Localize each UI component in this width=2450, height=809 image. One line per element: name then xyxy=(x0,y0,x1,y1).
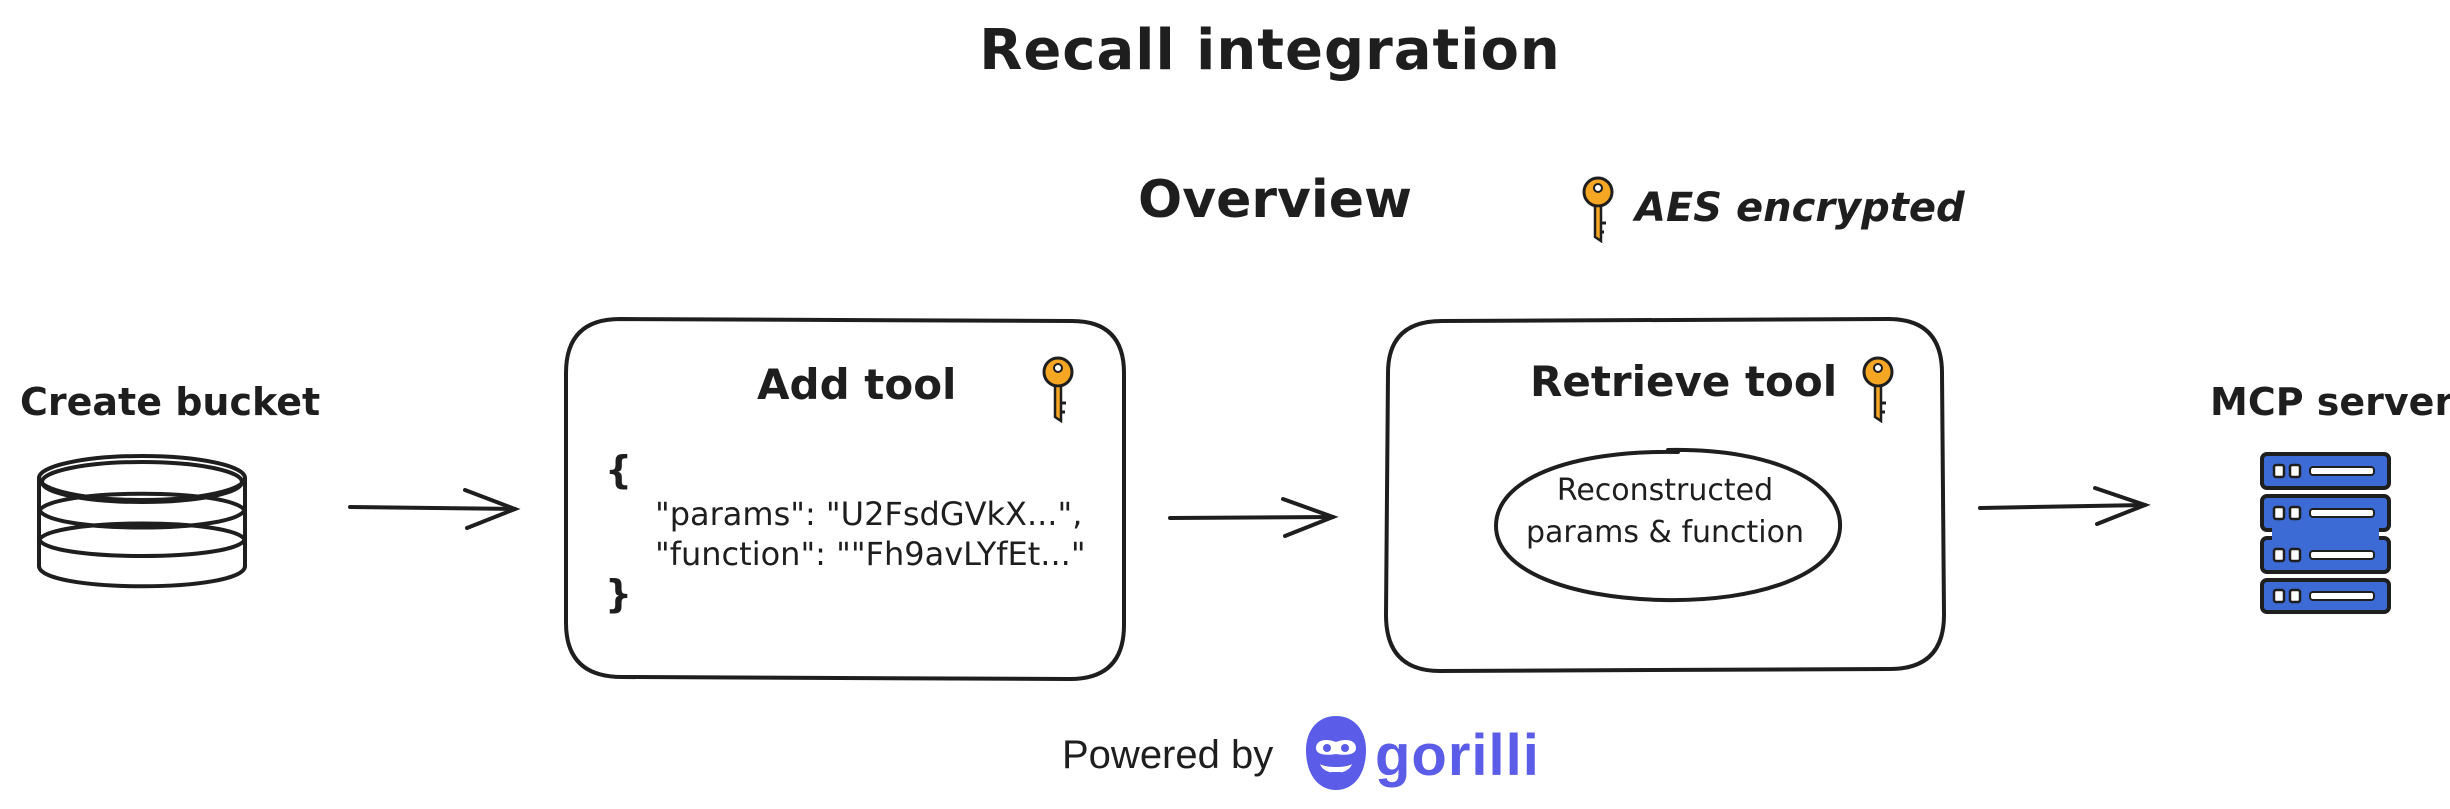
mcp-server-label: MCP server xyxy=(2210,380,2450,424)
server-icon xyxy=(2260,452,2391,614)
result-ellipse xyxy=(1493,447,1843,603)
result-line-1: Reconstructed xyxy=(1556,473,1774,508)
key-icon xyxy=(1042,356,1074,423)
code-close-brace: } xyxy=(605,572,633,616)
database-icon xyxy=(37,454,247,589)
code-open-brace: { xyxy=(605,448,633,492)
brand-name: gorilli xyxy=(1375,723,1540,788)
add-tool-title: Add tool xyxy=(757,360,957,409)
code-function-line: "function": ""Fh9avLYfEt..." xyxy=(655,535,1086,573)
legend-label: AES encrypted xyxy=(1635,185,1965,231)
retrieve-tool-box xyxy=(1383,316,1947,674)
diagram-title: Recall integration xyxy=(979,18,1561,83)
code-params-line: "params": "U2FsdGVkX...", xyxy=(655,495,1083,533)
overview-heading: Overview xyxy=(1138,170,1413,230)
arrow-2 xyxy=(1168,497,1339,538)
create-bucket-label: Create bucket xyxy=(20,380,321,424)
powered-by-text: Powered by xyxy=(1062,733,1274,777)
gorilla-logo-icon xyxy=(1306,716,1366,790)
arrow-3 xyxy=(1978,486,2151,526)
retrieve-tool-title: Retrieve tool xyxy=(1530,357,1838,406)
key-icon xyxy=(1862,356,1894,423)
add-tool-box xyxy=(564,316,1126,682)
result-text: Reconstructed params & function xyxy=(1500,470,1830,554)
key-icon xyxy=(1582,176,1614,243)
result-line-2: params & function xyxy=(1525,515,1804,550)
arrow-1 xyxy=(348,488,521,530)
